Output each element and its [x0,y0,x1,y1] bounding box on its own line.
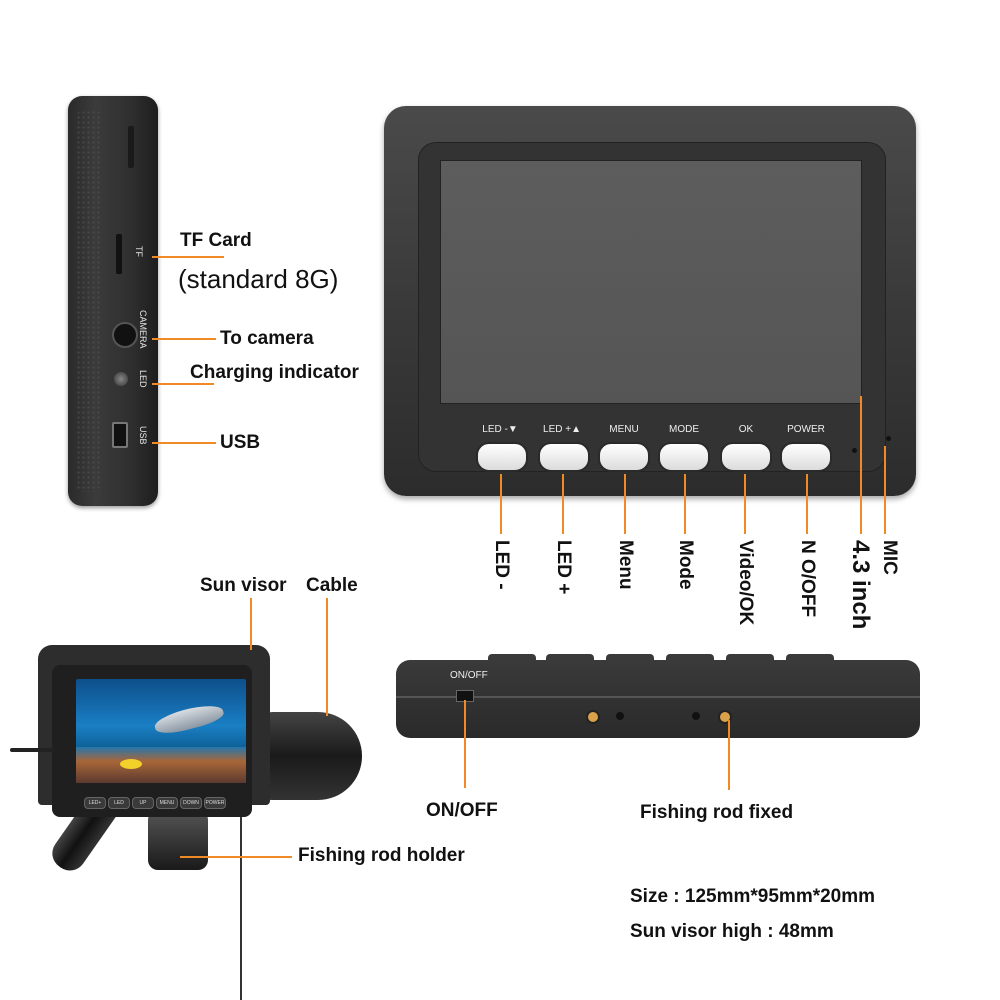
led-plus-callout-line [562,474,564,534]
usb-label: USB [220,432,261,453]
charging-led [114,372,128,386]
to-camera-label: To camera [220,328,314,349]
screw-hole [616,712,624,720]
usb-port-label: USB [138,426,148,445]
mode-button[interactable] [658,442,710,472]
side-view-device: TF CAMERA LED USB [68,96,158,506]
tf-card-note: (standard 8G) [178,264,339,294]
bottom-edge-line [396,696,920,698]
button-ridge [786,654,834,662]
rod-fixed-callout-line [728,720,730,790]
power-onoff-label: N O/OFF [797,540,818,618]
camera-jack [112,322,138,348]
power-led [852,448,857,453]
mini-btn-down: DOWN [180,797,202,809]
yellow-fish [120,759,142,769]
sun-visor-callout-line [250,598,252,650]
button-ridge [546,654,594,662]
led-minus-button[interactable] [476,442,528,472]
charging-indicator-label: Charging indicator [190,362,359,383]
rod-holder-callout-line [180,856,292,858]
connector-cable [10,748,54,752]
led-minus-callout-line [500,474,502,534]
mini-btn-led-plus: LED+ [84,797,106,809]
led-minus-label: LED - [491,540,512,590]
cable-wire [240,800,242,1000]
mic-label: MIC [879,540,900,575]
menu-label: Menu [615,540,636,590]
tf-card-slot [116,234,122,274]
switch-text: ON/OFF [450,670,488,681]
led-port-label: LED [138,370,148,388]
button-ridge [666,654,714,662]
btn-label-led-minus: LED -▼ [482,424,518,435]
power-callout-line [806,474,808,534]
screw-hole [692,712,700,720]
mic-callout-line [884,446,886,534]
grip-texture [76,110,102,492]
monitor-screen [440,160,862,404]
coral-reef [76,747,246,783]
charging-callout-line [152,383,214,385]
led-plus-button[interactable] [538,442,590,472]
button-ridge [606,654,654,662]
onoff-callout-line [464,700,466,788]
screen-size-label: 4.3 inch [847,540,874,630]
btn-label-menu: MENU [609,424,639,435]
camera-callout-line [152,338,216,340]
dolphin-shape [152,700,226,738]
product-screen-image [76,679,246,783]
btn-label-led-plus: LED +▲ [543,424,581,435]
menu-button[interactable] [598,442,650,472]
ok-callout-line [744,474,746,534]
ok-button[interactable] [720,442,772,472]
sun-visor-height-spec: Sun visor high : 48mm [630,921,834,942]
cable-label: Cable [306,575,358,596]
fishing-rod-fixed-label: Fishing rod fixed [640,802,794,823]
tf-port-label: TF [134,246,144,257]
fishing-rod-holder-label: Fishing rod holder [298,845,465,866]
button-ridge [726,654,774,662]
monitor-bottom-view: ON/OFF [396,654,920,738]
mode-callout-line [684,474,686,534]
mode-label: Mode [675,540,696,590]
monitor-front-view: LED -▼ LED +▲ MENU MODE OK POWER [384,106,916,496]
tf-card-label: TF Card [180,230,252,251]
onoff-label: ON/OFF [426,800,498,821]
cable-spool [262,712,362,800]
led-plus-label: LED + [553,540,574,595]
btn-label-ok: OK [738,424,754,435]
mini-btn-menu: MENU [156,797,178,809]
screen-size-callout-line [860,396,862,534]
button-ridge [488,654,536,662]
cable-callout-line [326,598,328,716]
screw-hole [586,710,600,724]
top-slot [128,126,134,168]
sun-visor-label: Sun visor [200,575,287,596]
usb-port [112,422,128,448]
power-button[interactable] [780,442,832,472]
mini-btn-power: POWER [204,797,226,809]
size-spec: Size : 125mm*95mm*20mm [630,886,876,907]
mic-hole [886,436,891,441]
mini-btn-up: UP [132,797,154,809]
rod-holder-clamp [148,810,208,870]
btn-label-mode: MODE [669,424,699,435]
video-ok-label: Video/OK [735,540,756,626]
tf-callout-line [152,256,224,258]
menu-callout-line [624,474,626,534]
usb-callout-line [152,442,216,444]
btn-label-power: POWER [787,424,825,435]
camera-port-label: CAMERA [138,310,148,349]
mini-btn-led: LED [108,797,130,809]
